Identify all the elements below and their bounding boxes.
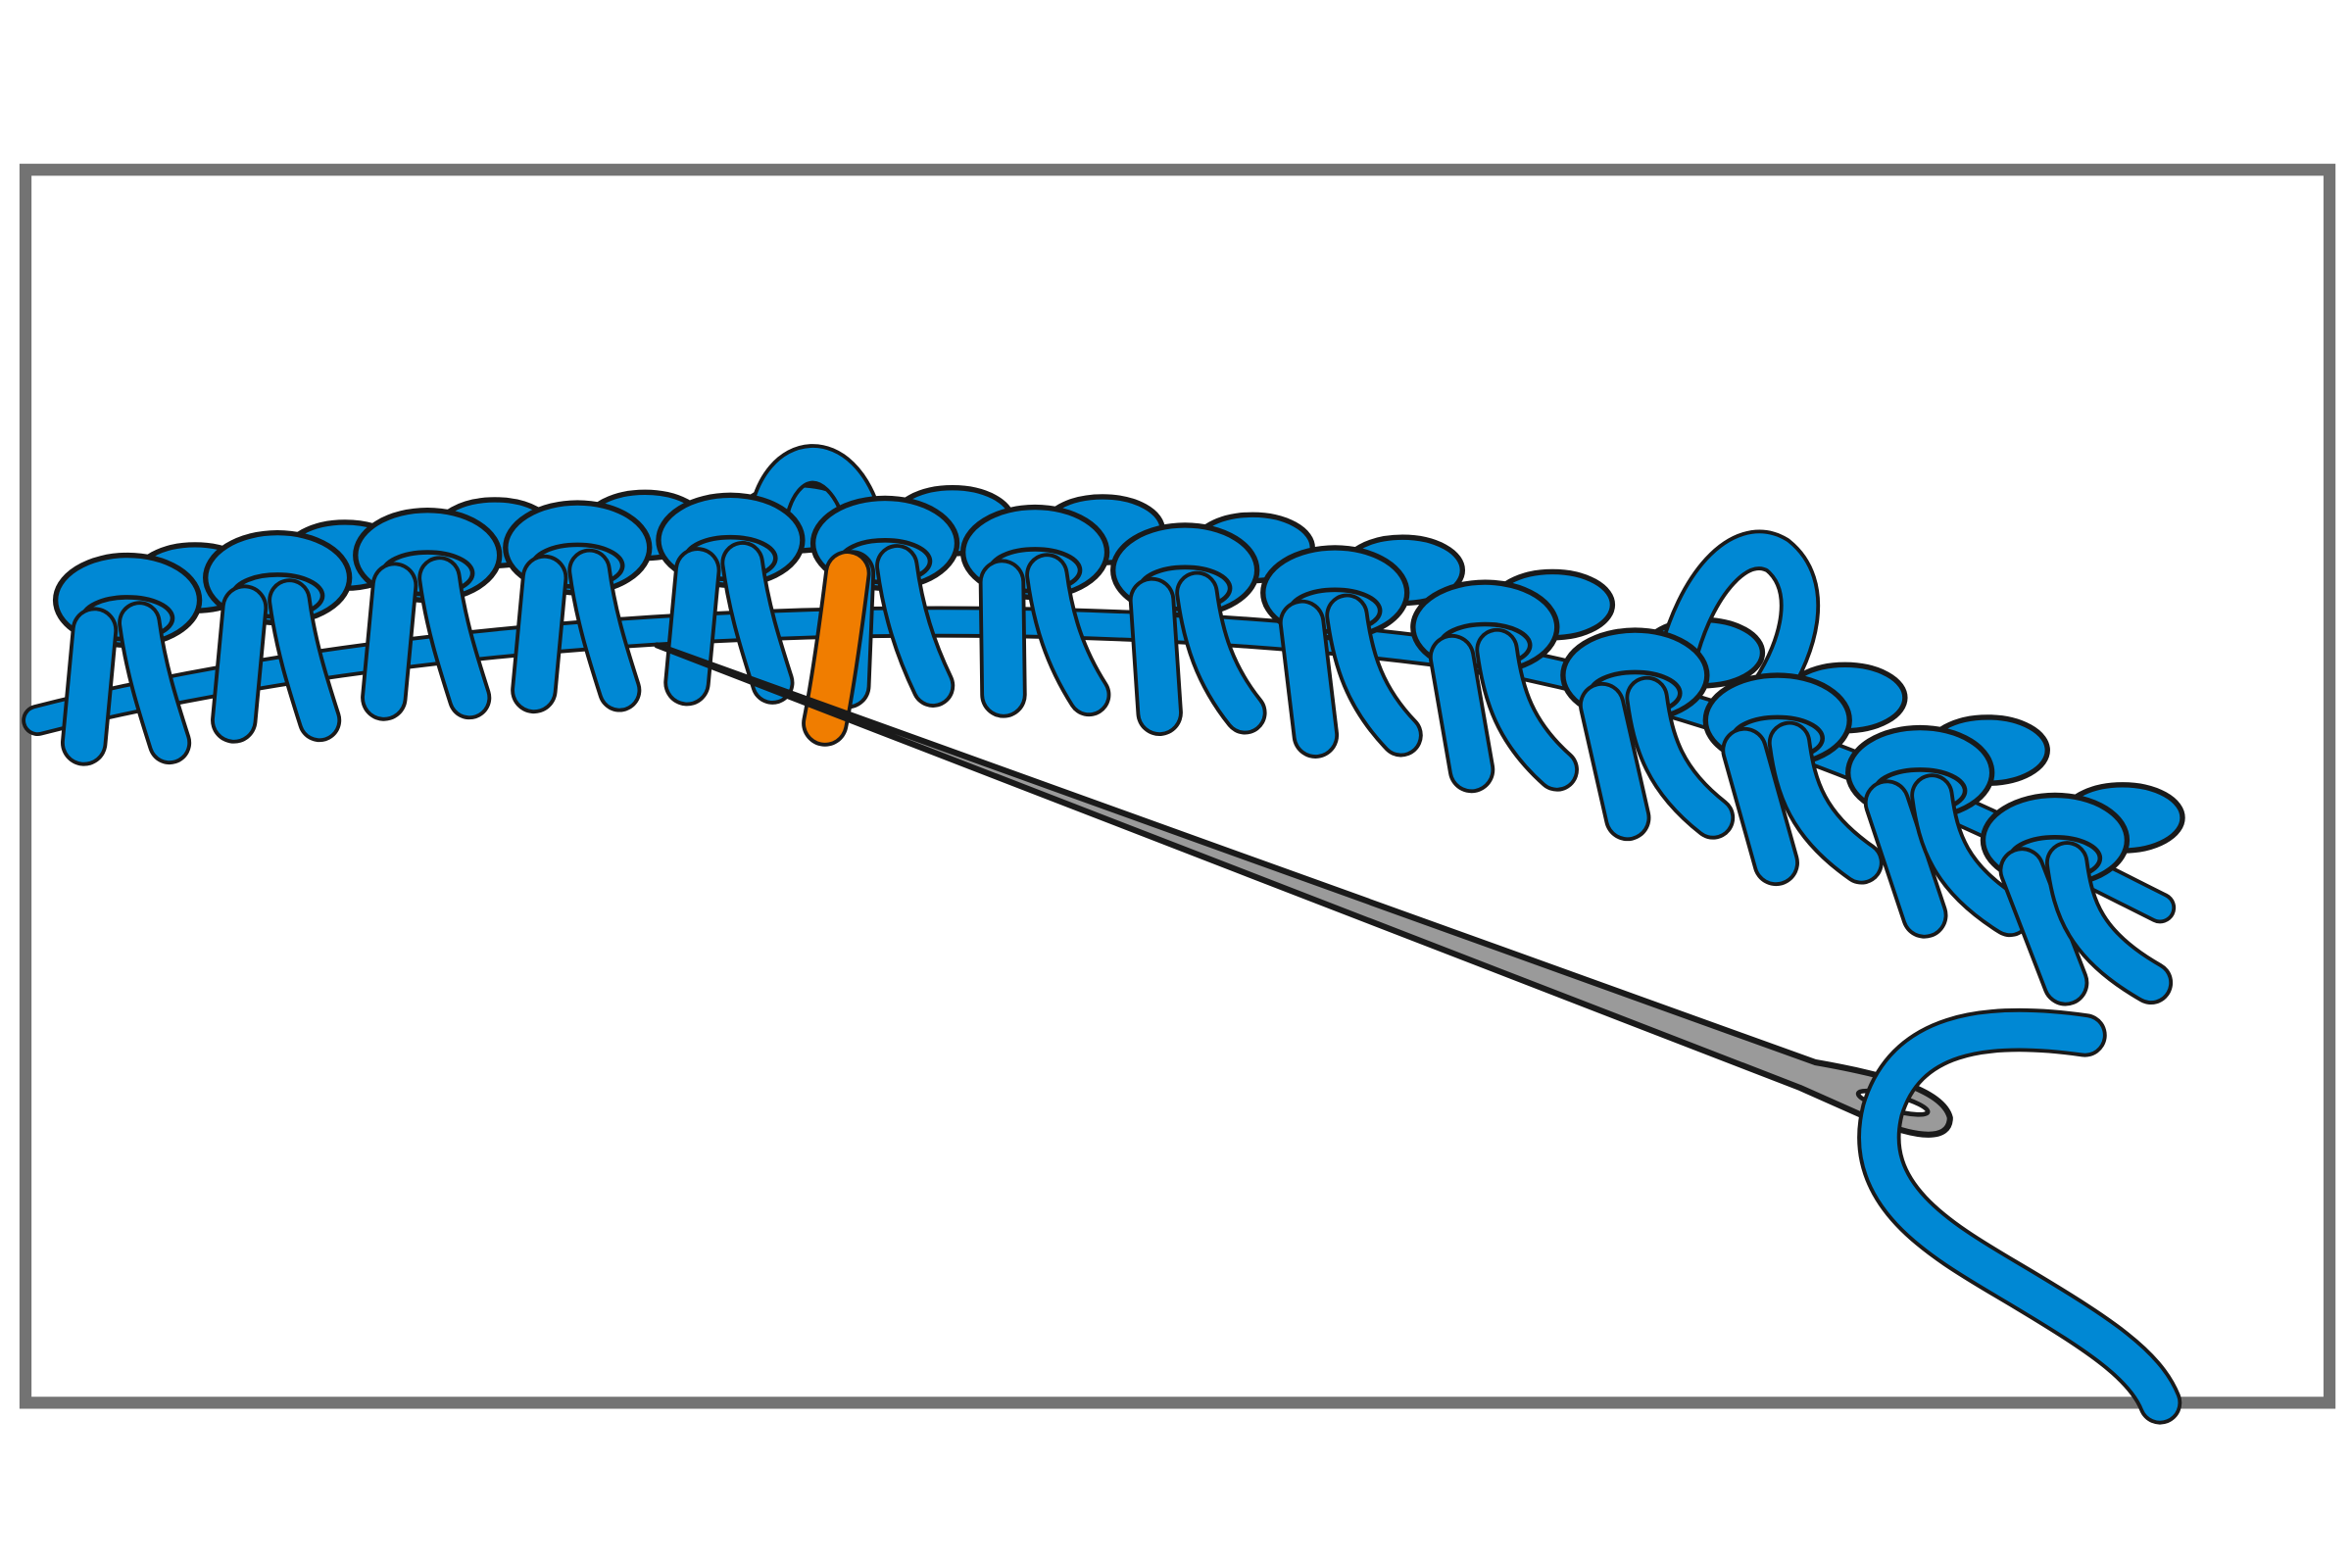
highlight-stitch-leg: [805, 554, 867, 743]
stitch-leg-right: [121, 605, 188, 761]
stitch: [1702, 672, 1884, 887]
stitch: [353, 507, 503, 721]
stitch: [1845, 724, 2033, 939]
stitch: [203, 529, 353, 744]
stitch: [1560, 627, 1736, 842]
stitch-leg-right: [2048, 844, 2170, 1002]
stitch-leg-left: [1582, 685, 1647, 838]
stitch-leg-left: [1282, 603, 1336, 756]
stitch: [959, 504, 1111, 718]
stitch: [656, 492, 806, 707]
stitch: [1980, 792, 2174, 1006]
stitch-leg-right: [271, 582, 338, 739]
stitch-leg-right: [1479, 631, 1576, 788]
stitch-leg-right: [1771, 724, 1880, 881]
stitch-leg-right: [1914, 777, 2029, 934]
stitch-leg-left: [364, 565, 415, 717]
stitch-leg-left: [214, 588, 265, 740]
stitch-leg-left: [1867, 783, 1944, 935]
stitch: [52, 552, 203, 766]
stitch-leg-right: [1329, 597, 1419, 754]
stitch-leg-left: [1132, 580, 1180, 733]
raised-loop: [751, 448, 879, 535]
stitch-leg-left: [514, 558, 564, 710]
stitch-leg-left: [1725, 730, 1796, 883]
stitch-leg-right: [571, 552, 638, 709]
stitch-leg-right: [1029, 557, 1107, 713]
stitch-leg-right: [1629, 679, 1732, 836]
stitch-leg-left: [667, 550, 717, 703]
stitch-leg-left: [1432, 637, 1492, 790]
stitch-leg-right: [421, 560, 488, 716]
stitch: [1260, 545, 1423, 759]
stitch: [503, 500, 653, 714]
raised-loop: [748, 444, 1820, 710]
stitch: [1410, 579, 1579, 794]
raised-loop-right: [1660, 533, 1817, 708]
stitches: [52, 492, 2174, 1006]
stitch-leg-right: [878, 547, 952, 705]
working-yarn: [1857, 1007, 2182, 1425]
stitch-leg-left: [2002, 851, 2085, 1003]
stitch-leg-right: [724, 544, 791, 702]
stitch-leg-left: [982, 563, 1023, 714]
stitch: [1110, 522, 1267, 737]
stitch-leg-left: [64, 611, 115, 762]
stitch-leg-right: [1179, 574, 1263, 731]
working-yarn-strand: [1861, 1011, 2179, 1421]
